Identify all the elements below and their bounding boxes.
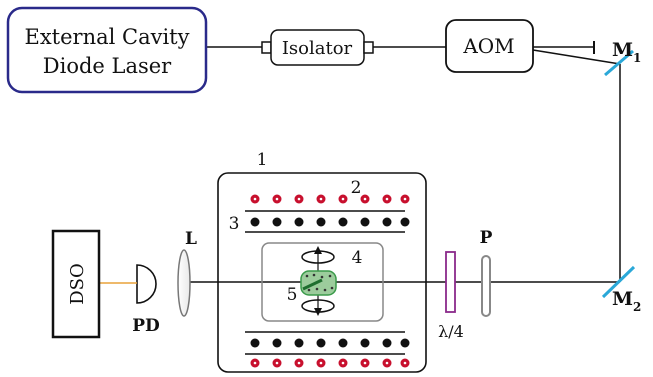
aom: AOM <box>445 19 534 73</box>
mirror-m2-surface <box>601 265 636 299</box>
coil-wire-black <box>272 217 282 227</box>
coil-wire-red-dot <box>297 197 301 201</box>
coil-wire-red-dot <box>319 361 323 365</box>
polarizer-element <box>481 255 491 317</box>
chamber-frame <box>217 172 427 373</box>
mirror-m2: M2 <box>601 265 641 314</box>
glass-cell <box>261 242 384 322</box>
coil-outer-label: 2 <box>351 178 362 198</box>
photodiode: PD <box>132 264 160 336</box>
mirror-m1: M1 <box>604 39 641 77</box>
coil-wire-red-dot <box>297 361 301 365</box>
oscilloscope-label: DSO <box>67 263 88 305</box>
laser-box: External Cavity Diode Laser <box>6 6 208 94</box>
coil-wire-red-dot <box>341 361 345 365</box>
beam-path <box>183 41 621 283</box>
oscilloscope-box <box>51 229 101 339</box>
mirror-m1-surface <box>604 49 634 77</box>
coil-wire-black <box>360 338 370 348</box>
coil-wire-red-dot <box>403 197 407 201</box>
coil-wire-red-dot <box>253 197 257 201</box>
beam-first-order <box>532 49 621 65</box>
coil-wire-black <box>338 217 348 227</box>
photodiode-body <box>136 264 157 304</box>
polarizer: P <box>480 228 493 317</box>
coil-wire-black <box>294 338 304 348</box>
coil-wire-black <box>316 338 326 348</box>
quarter-wave-plate: λ/4 <box>438 251 464 341</box>
oscilloscope: DSO <box>51 229 101 339</box>
vacuum-chamber: 1 2 3 4 5 <box>217 150 427 373</box>
field-coil-label: 4 <box>352 248 363 268</box>
laser-frame <box>6 6 208 94</box>
lens: L <box>177 229 197 317</box>
coil-wire-black <box>400 217 410 227</box>
atom-cloud-arrow <box>302 278 323 291</box>
atom-cloud-dots <box>305 273 334 292</box>
coil-wire-red-dot <box>363 361 367 365</box>
coil-wire-red-dot <box>275 197 279 201</box>
isolator: Isolator <box>261 29 374 66</box>
coil-wire-black <box>250 338 260 348</box>
lens-label: L <box>185 229 197 249</box>
coil-wire-red-dot <box>385 361 389 365</box>
coil-wire-black <box>294 217 304 227</box>
coil-outer-bottom <box>250 358 410 368</box>
coil-wire-black <box>382 217 392 227</box>
coil-wire-black <box>250 217 260 227</box>
coil-outer-top <box>250 194 410 204</box>
coil-wire-red-dot <box>275 361 279 365</box>
quarter-wave-element <box>445 251 456 313</box>
coil-wire-red-dot <box>253 361 257 365</box>
coil-wire-red-dot <box>385 197 389 201</box>
coil-wire-red-dot <box>403 361 407 365</box>
coil-wire-black <box>272 338 282 348</box>
coil-wire-red-dot <box>341 197 345 201</box>
chamber-label: 1 <box>257 150 268 170</box>
coil-wire-black <box>316 217 326 227</box>
quarter-wave-label: λ/4 <box>438 322 464 341</box>
coil-wire-black <box>400 338 410 348</box>
isolator-left-port <box>261 41 272 54</box>
coil-wire-black <box>360 217 370 227</box>
field-arrow-up-icon <box>314 246 322 254</box>
mirror-m1-label: M1 <box>612 39 641 65</box>
mirror-m2-label: M2 <box>612 288 641 314</box>
coil-inner-top <box>250 217 410 227</box>
coil-wire-black <box>338 338 348 348</box>
laser-line1: External Cavity <box>25 25 190 49</box>
coil-wire-black <box>382 338 392 348</box>
atom-cloud-label: 5 <box>287 285 298 305</box>
polarizer-label: P <box>480 228 493 248</box>
laser-line2: Diode Laser <box>43 54 172 78</box>
coil-inner-bottom <box>250 338 410 348</box>
lens-element <box>177 249 191 317</box>
aom-body <box>445 19 534 73</box>
coil-inner-label: 3 <box>229 214 240 234</box>
photodiode-label: PD <box>132 316 160 336</box>
coil-wire-red-dot <box>319 197 323 201</box>
aom-label: AOM <box>462 34 514 58</box>
field-arrow-down-icon <box>314 308 322 316</box>
isolator-right-port <box>363 41 374 54</box>
coil-wire-red-dot <box>363 197 367 201</box>
isolator-label: Isolator <box>282 38 353 59</box>
